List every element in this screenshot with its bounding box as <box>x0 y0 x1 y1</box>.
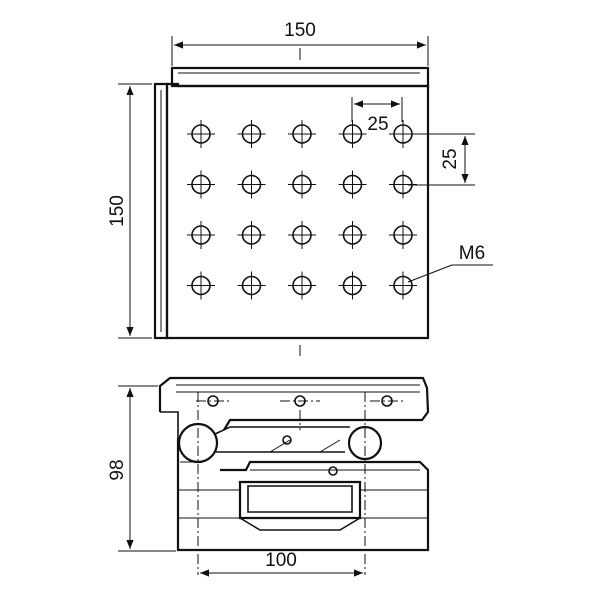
threaded-hole <box>187 170 215 199</box>
threaded-hole <box>237 170 266 199</box>
threaded-hole <box>389 271 417 300</box>
thread-callout: M6 <box>407 243 493 283</box>
top-rail <box>170 66 430 88</box>
threaded-hole <box>288 221 316 249</box>
threaded-hole <box>338 170 367 199</box>
dimension-height: 150 <box>107 83 152 339</box>
hole-grid <box>187 120 417 300</box>
threaded-hole <box>338 221 367 249</box>
threaded-hole <box>237 221 266 249</box>
threaded-hole <box>187 120 215 148</box>
threaded-hole <box>389 221 417 249</box>
thread-label: M6 <box>459 243 485 264</box>
pitch-x-label: 25 <box>367 114 388 135</box>
dimension-pitch-y: 25 <box>408 133 475 186</box>
side-left-body <box>176 438 430 552</box>
threaded-hole <box>237 120 266 148</box>
threaded-hole <box>187 271 215 300</box>
top-view: 150 150 25 25 M6 <box>107 20 493 356</box>
threaded-hole <box>338 271 367 300</box>
threaded-hole <box>288 120 316 148</box>
threaded-hole <box>187 221 215 249</box>
side-span-label: 100 <box>265 550 297 571</box>
dimension-side-height: 98 <box>107 385 176 552</box>
dimension-width: 150 <box>171 20 429 66</box>
dimension-pitch-x: 25 <box>351 97 403 135</box>
width-label: 150 <box>284 20 316 41</box>
dimension-side-span: 100 <box>200 550 363 577</box>
side-view: 98 100 <box>107 376 430 577</box>
side-top-slab <box>158 376 430 431</box>
height-label: 150 <box>107 195 128 227</box>
threaded-hole <box>237 271 266 300</box>
threaded-hole <box>288 271 316 300</box>
pitch-y-label: 25 <box>440 148 461 169</box>
threaded-hole <box>338 120 367 148</box>
side-height-label: 98 <box>107 459 128 480</box>
threaded-hole <box>288 170 316 199</box>
top-plate <box>165 82 430 340</box>
